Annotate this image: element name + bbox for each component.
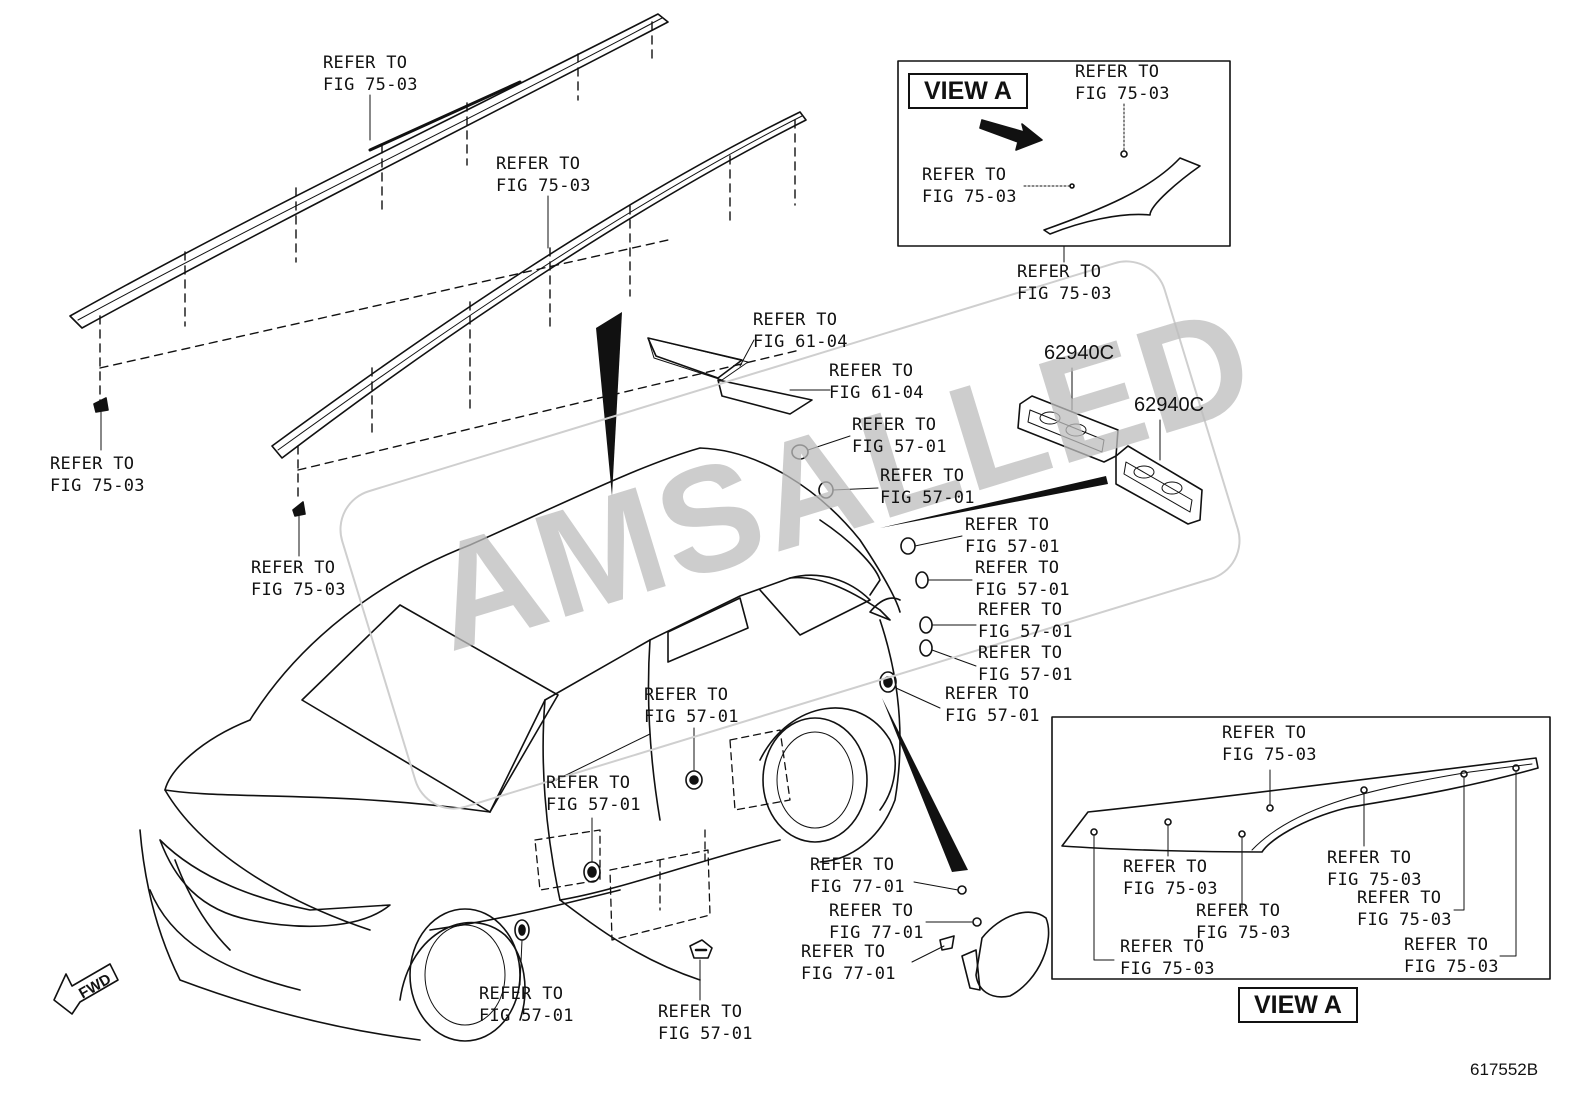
callout-roof-rail-left: REFER TO FIG 75-03: [323, 53, 418, 95]
roof-rail-right: [271, 111, 807, 557]
roof-film-sheets: [647, 337, 831, 415]
callout-view-a-bottom-2: REFER TO FIG 75-03: [1123, 857, 1218, 899]
plate-garnish-parts: [1017, 367, 1203, 525]
drawing-code: 617552B: [1470, 1060, 1539, 1079]
callout-front-door-clip: REFER TO FIG 57-01: [546, 773, 641, 815]
callout-fuel-clip-3: REFER TO FIG 77-01: [801, 942, 896, 984]
view-a-inset-top: [897, 60, 1231, 263]
callout-seal-2: REFER TO FIG 57-01: [880, 466, 975, 508]
fwd-arrow-icon: [53, 963, 119, 1015]
view-a-title-top: VIEW A: [908, 73, 1028, 109]
fuel-lid-parts: [911, 881, 1050, 998]
view-a-inset-bottom: [1051, 716, 1551, 980]
callout-door-clip: REFER TO FIG 57-01: [644, 685, 739, 727]
callout-seal-3: REFER TO FIG 57-01: [965, 515, 1060, 557]
callout-rail-clip-left: REFER TO FIG 75-03: [50, 454, 145, 496]
callout-roof-film-1: REFER TO FIG 61-04: [753, 310, 848, 352]
callout-view-a-bottom-3: REFER TO FIG 75-03: [1327, 848, 1422, 890]
pointer-wedge-roof: [596, 312, 622, 496]
pointer-wedge-door: [882, 698, 968, 872]
pointer-wedge-plate: [880, 476, 1108, 528]
callout-rocker-clip: REFER TO FIG 57-01: [658, 1002, 753, 1044]
view-a-title-bottom: VIEW A: [1238, 987, 1358, 1023]
callout-fuel-clip-2: REFER TO FIG 77-01: [829, 901, 924, 943]
watermark-frame: [339, 260, 1241, 810]
part-number-62940c-b: 62940C: [1134, 394, 1205, 416]
callout-roof-film-2: REFER TO FIG 61-04: [829, 361, 924, 403]
callout-view-a-bottom-5: REFER TO FIG 75-03: [1196, 901, 1291, 943]
callout-seal-5: REFER TO FIG 57-01: [978, 600, 1073, 642]
callout-view-a-bottom-4: REFER TO FIG 75-03: [1357, 888, 1452, 930]
callout-view-a-bottom-7: REFER TO FIG 75-03: [1404, 935, 1499, 977]
callout-view-a-top-3: REFER TO FIG 75-03: [1017, 262, 1112, 304]
callout-view-a-bottom-6: REFER TO FIG 75-03: [1120, 937, 1215, 979]
callout-view-a-bottom-1: REFER TO FIG 75-03: [1222, 723, 1317, 765]
callout-fuel-clip-1: REFER TO FIG 77-01: [810, 855, 905, 897]
callout-rail-clip-right: REFER TO FIG 75-03: [251, 558, 346, 600]
callout-rear-clip: REFER TO FIG 57-01: [945, 684, 1040, 726]
callout-seal-1: REFER TO FIG 57-01: [852, 415, 947, 457]
callout-seal-6: REFER TO FIG 57-01: [978, 643, 1073, 685]
callout-view-a-top-2: REFER TO FIG 75-03: [922, 165, 1017, 207]
callout-front-fender-clip: REFER TO FIG 57-01: [479, 984, 574, 1026]
callout-view-a-top-1: REFER TO FIG 75-03: [1075, 62, 1170, 104]
callout-roof-rail-right: REFER TO FIG 75-03: [496, 154, 591, 196]
part-number-62940c-a: 62940C: [1044, 342, 1115, 364]
vehicle-body: [139, 447, 901, 1042]
roof-rail-left: [69, 13, 669, 451]
callout-seal-4: REFER TO FIG 57-01: [975, 558, 1070, 600]
